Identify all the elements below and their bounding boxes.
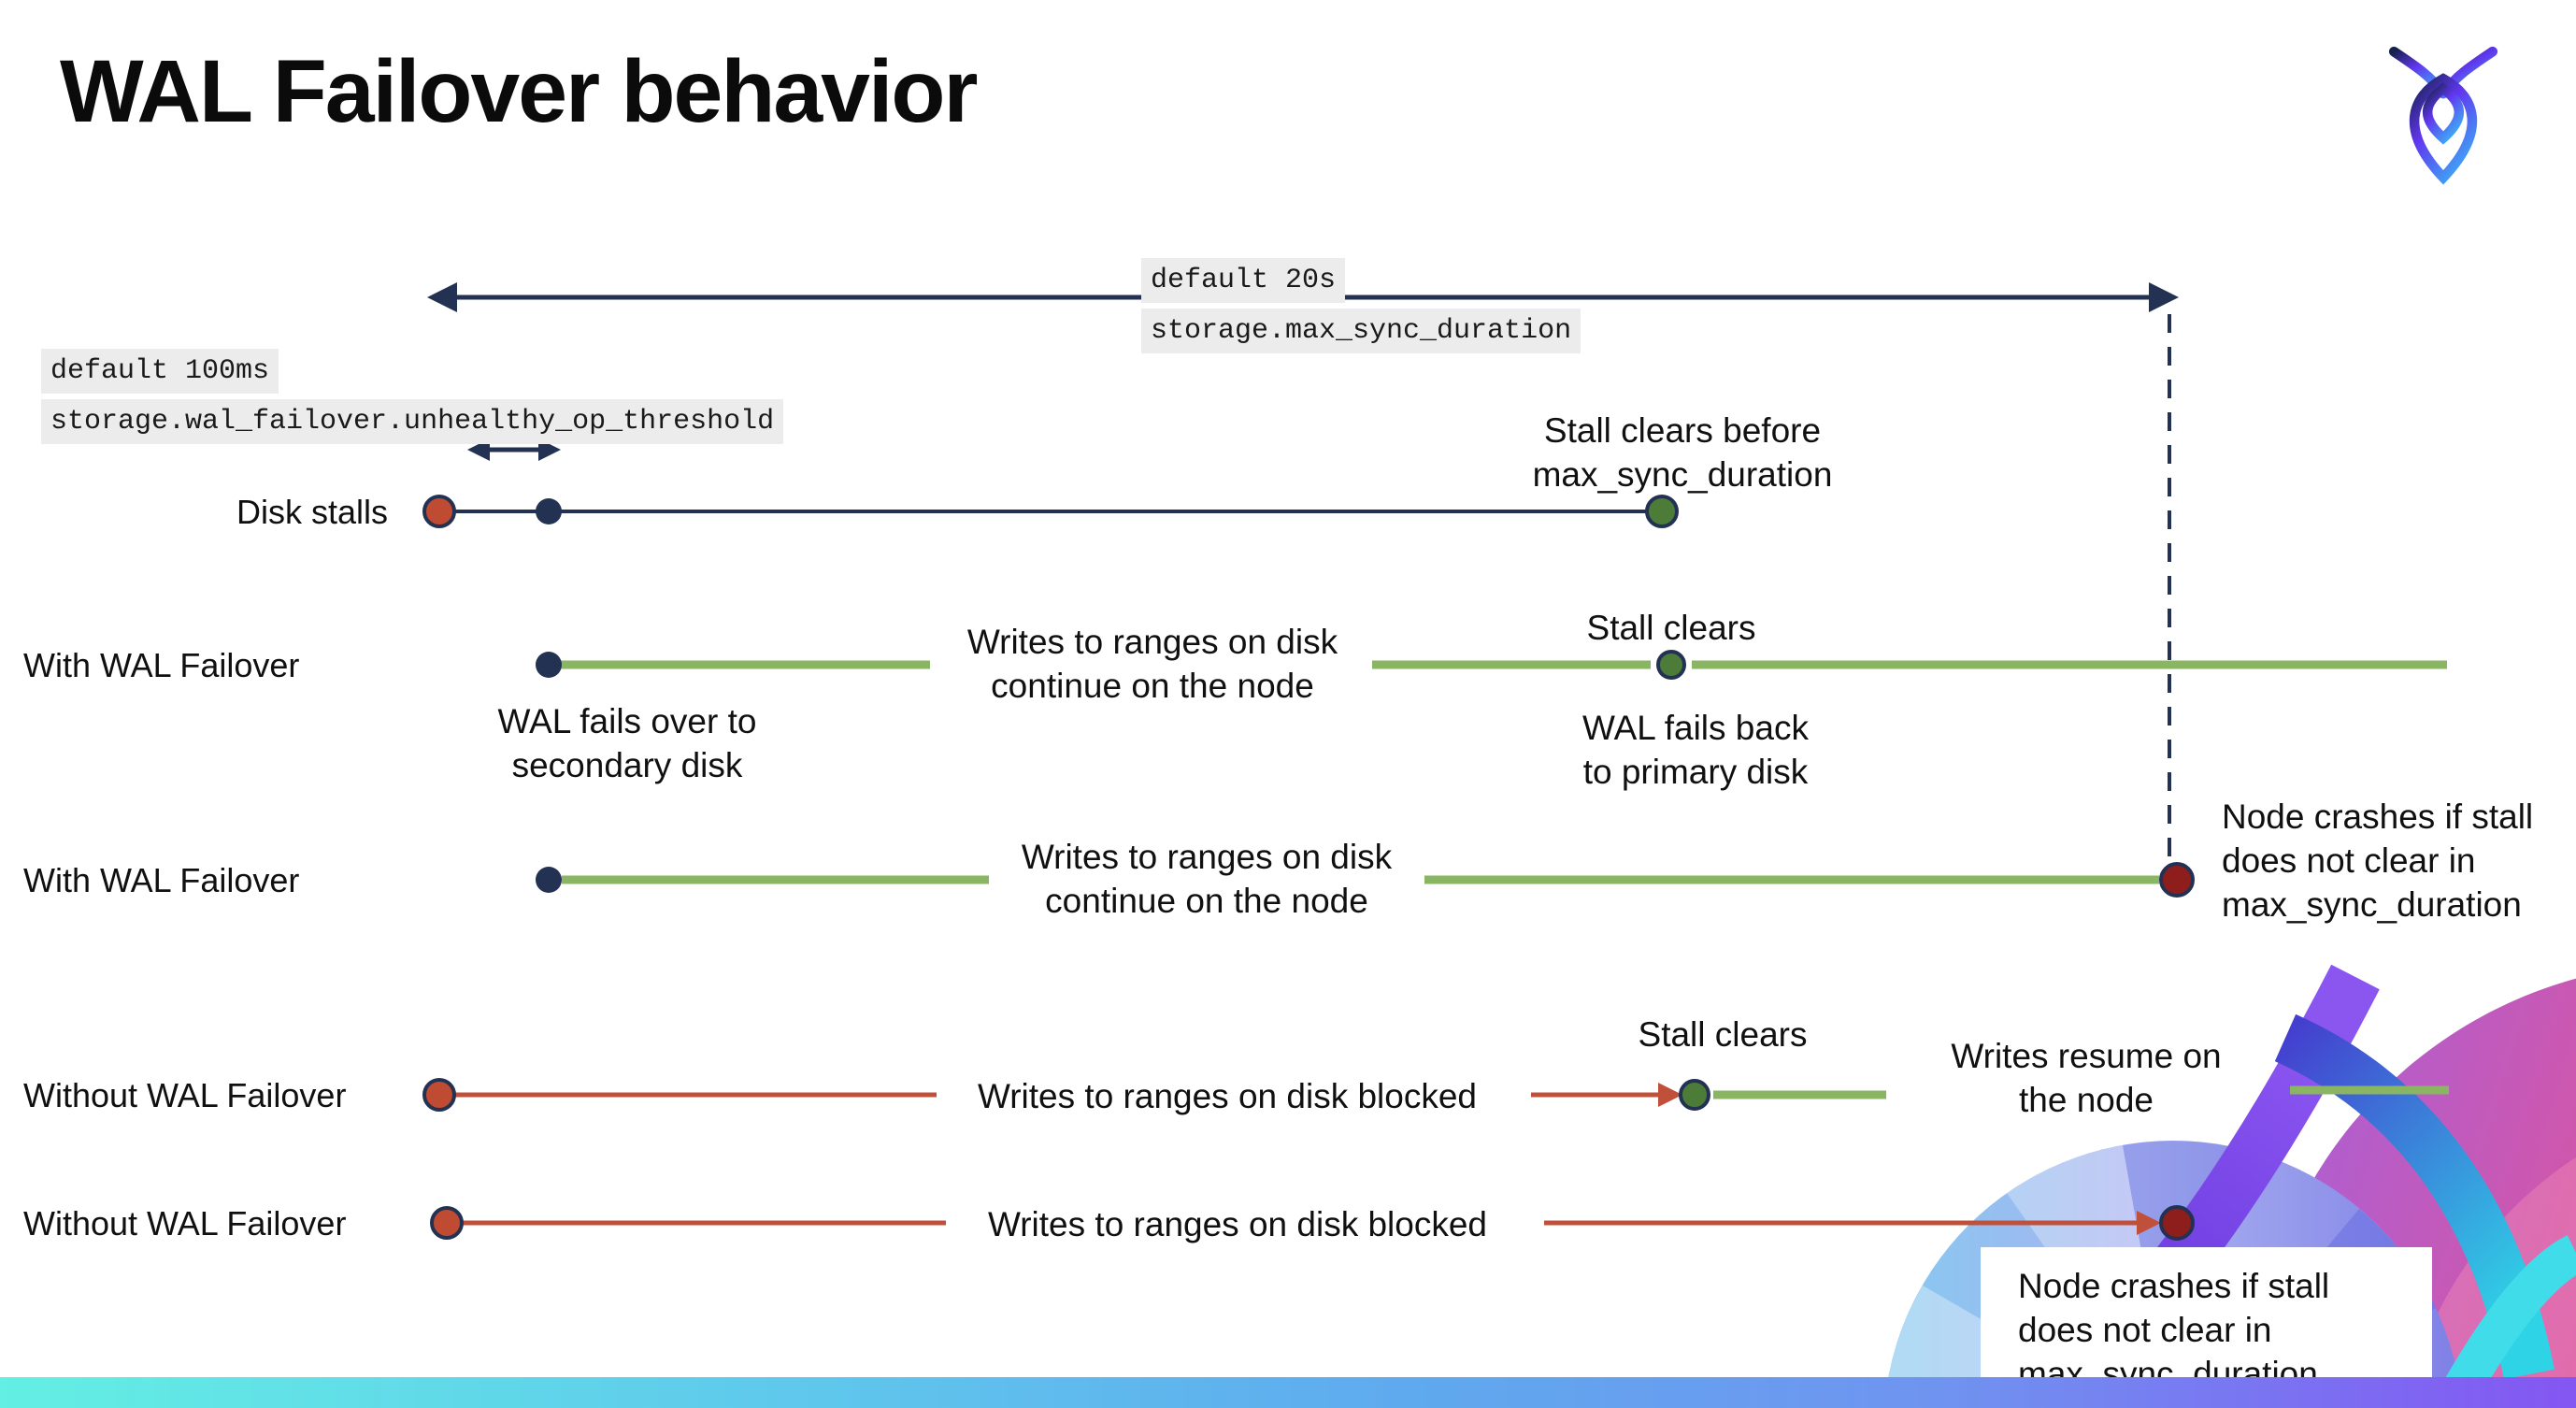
stall-clears-dot [1679, 1079, 1710, 1111]
row-label-without-wal-failover-1: Without WAL Failover [23, 1076, 347, 1114]
timeline-row-without-failover-crash [430, 1205, 2195, 1241]
unhealthy-op-name-chip: storage.wal_failover.unhealthy_op_thresh… [41, 399, 784, 444]
timeline-row-with-failover-clears [536, 650, 2447, 680]
failover-dot [536, 867, 562, 893]
writes-continue-note-1: Writes to ranges on disk continue on the… [966, 623, 1338, 705]
timeline-row-with-failover-crash [536, 862, 2195, 898]
logo-body [2409, 73, 2478, 185]
stall-start-dot [430, 1206, 464, 1240]
row-label-without-wal-failover-2: Without WAL Failover [23, 1204, 347, 1243]
wal-fails-back-note: WAL fails back to primary disk [1582, 709, 1809, 791]
unhealthy-op-setting-label: default 100ms storage.wal_failover.unhea… [41, 349, 784, 450]
failover-dot [536, 652, 562, 678]
row-label-with-wal-failover-1: With WAL Failover [23, 646, 300, 684]
stall-clears-before-note: Stall clears before max_sync_duration [1532, 411, 1833, 494]
unhealthy-op-threshold-arrow [467, 438, 561, 461]
page-title: WAL Failover behavior [60, 42, 978, 141]
wal-fails-over-note: WAL fails over to secondary disk [497, 702, 757, 784]
writes-blocked-note-1: Writes to ranges on disk blocked [977, 1077, 1478, 1115]
max-sync-setting-label: default 20s storage.max_sync_duration [1141, 258, 1581, 359]
node-crash-dot [2159, 1205, 2195, 1241]
arrowhead-right [2149, 282, 2179, 312]
stall-clears-note-1: Stall clears [1586, 609, 1756, 647]
row-label-disk-stalls: Disk stalls [236, 493, 388, 531]
arrowhead-left [427, 282, 457, 312]
timeline-row-without-failover-clears [422, 1078, 2449, 1112]
unhealthy-op-default-chip: default 100ms [41, 349, 279, 394]
stall-clears-dot [1645, 495, 1679, 528]
writes-resume-note: Writes resume on the node [1951, 1037, 2222, 1119]
disk-stall-start-dot [422, 495, 456, 528]
node-crash-dot [2159, 862, 2195, 898]
timeline-row-disk-stalls [422, 495, 1679, 528]
stall-clears-note-2: Stall clears [1638, 1015, 1808, 1054]
failback-dot [1656, 650, 1686, 680]
node-crashes-note-1: Node crashes if stall does not clear in … [2222, 797, 2534, 924]
max-sync-name-chip: storage.max_sync_duration [1141, 309, 1581, 353]
red-arrowhead [1658, 1083, 1682, 1107]
writes-blocked-note-2: Writes to ranges on disk blocked [987, 1205, 1488, 1243]
failover-threshold-dot [536, 498, 562, 524]
bottom-gradient-bar [0, 1377, 2576, 1408]
red-arrowhead [2137, 1211, 2161, 1235]
node-crashes-note-2: Node crashes if stall does not clear in … [2018, 1267, 2330, 1393]
node-crashes-callout-box: Node crashes if stall does not clear in … [1981, 1247, 2432, 1408]
row-label-with-wal-failover-2: With WAL Failover [23, 861, 300, 899]
writes-continue-note-2: Writes to ranges on disk continue on the… [1021, 838, 1393, 920]
stall-start-dot [422, 1078, 456, 1112]
cockroachdb-logo [2388, 46, 2498, 185]
max-sync-default-chip: default 20s [1141, 258, 1346, 303]
